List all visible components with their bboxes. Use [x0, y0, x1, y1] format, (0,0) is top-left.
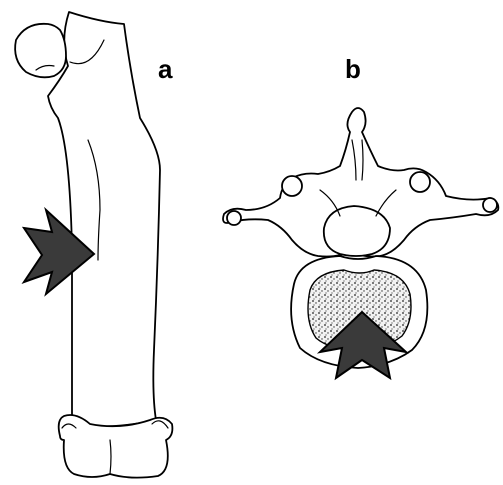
- femur-shaft: [48, 12, 160, 426]
- panel-label-a: a: [158, 56, 172, 82]
- panel-label-b: b: [345, 56, 361, 82]
- transverse-tip-left: [227, 211, 241, 225]
- articular-process-right: [410, 172, 430, 192]
- femoral-head: [15, 24, 66, 78]
- spinal-canal: [324, 206, 390, 256]
- articular-process-left: [282, 176, 302, 196]
- transverse-tip-right: [483, 198, 497, 212]
